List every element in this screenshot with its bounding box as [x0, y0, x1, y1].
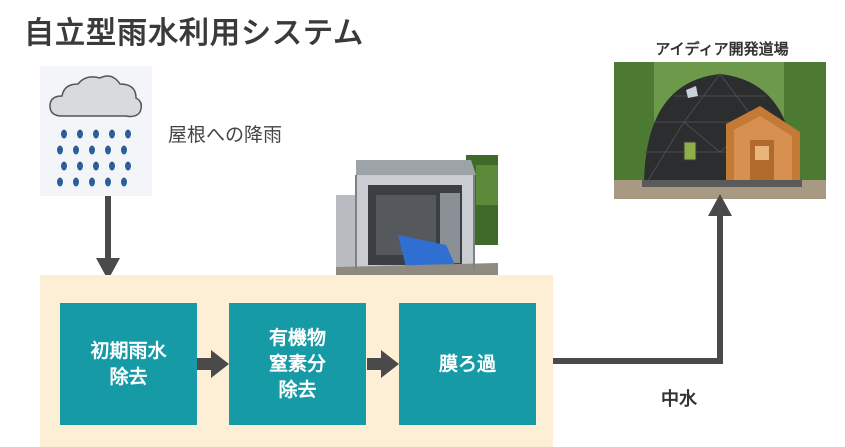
process-step-line: 除去 — [109, 366, 148, 388]
arrow-right-icon — [197, 350, 229, 378]
process-step-initial-rain-removal: 初期雨水 除去 — [60, 303, 197, 425]
down-arrow-icon — [96, 196, 120, 280]
page-title: 自立型雨水利用システム — [24, 16, 365, 51]
gray-water-label: 中水 — [661, 389, 697, 410]
dome-building-photo — [614, 62, 826, 199]
process-step-line: 有機物 — [268, 327, 326, 349]
rain-cloud-icon — [40, 66, 152, 196]
process-step-line: 除去 — [278, 379, 317, 401]
process-step-organic-nitrogen-removal: 有機物 窒素分 除去 — [229, 303, 366, 425]
process-step-membrane-filtration: 膜ろ過 — [399, 303, 536, 425]
process-step-line: 窒素分 — [268, 353, 326, 375]
gray-water-flow-arrow — [553, 194, 732, 364]
roof-rain-label: 屋根への降雨 — [168, 124, 283, 146]
arrow-right-icon — [367, 350, 399, 378]
process-step-line: 膜ろ過 — [438, 353, 496, 375]
treatment-unit-photo — [336, 155, 498, 275]
process-step-line: 初期雨水 — [90, 340, 167, 362]
destination-label: アイディア開発道場 — [655, 40, 789, 58]
